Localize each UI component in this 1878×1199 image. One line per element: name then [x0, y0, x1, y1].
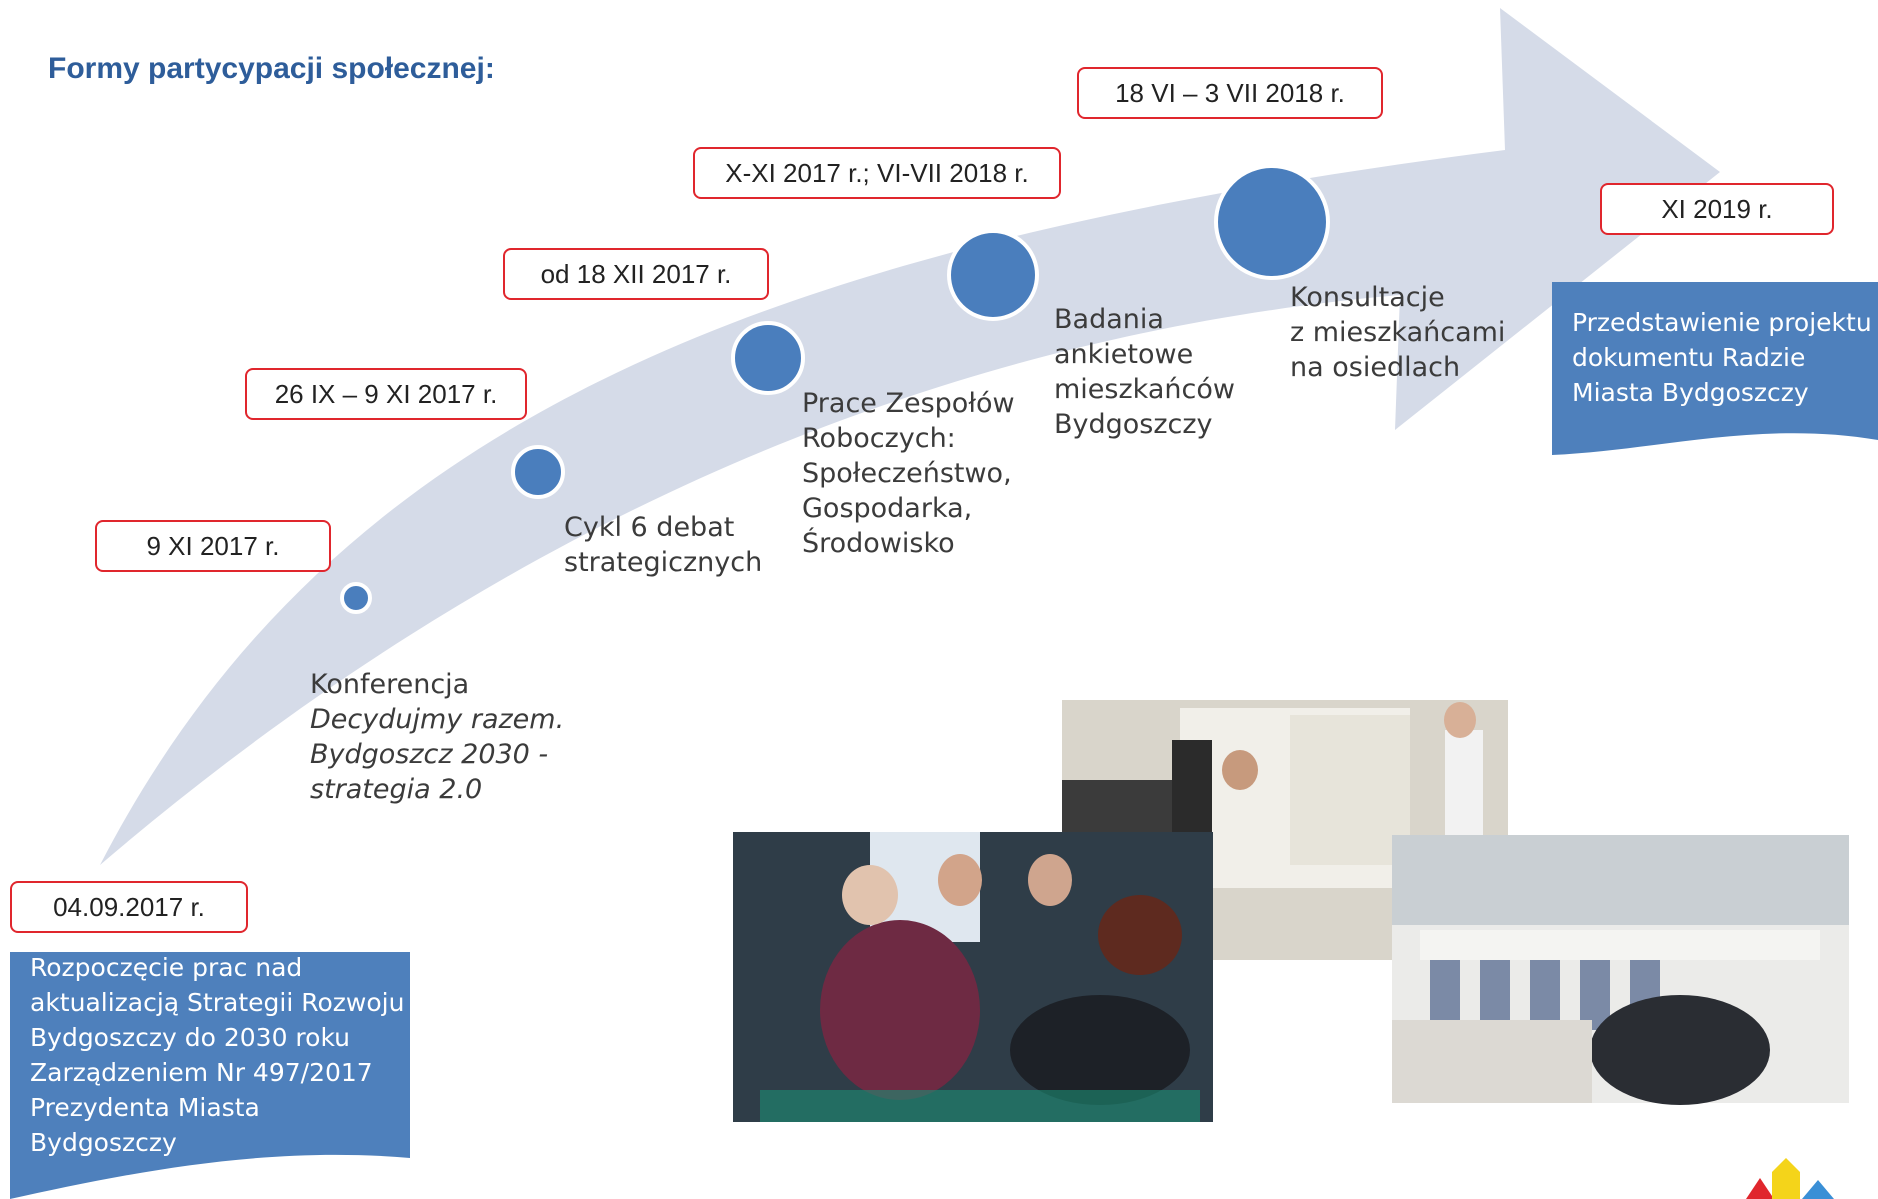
- desc-line: Bydgoszczy do 2030 roku: [30, 1023, 350, 1052]
- milestone-date: 9 XI 2017 r.: [146, 530, 280, 561]
- milestone-date: 26 IX – 9 XI 2017 r.: [274, 378, 498, 409]
- milestone-date: X-XI 2017 r.; VI-VII 2018 r.: [725, 157, 1029, 188]
- milestone-date-box: 9 XI 2017 r.: [95, 520, 331, 572]
- start-description: Rozpoczęcie prac nad aktualizacją Strate…: [30, 950, 404, 1160]
- label-line: Gospodarka,: [802, 493, 973, 524]
- milestone-date: od 18 XII 2017 r.: [540, 258, 732, 289]
- desc-line: Bydgoszczy: [30, 1128, 177, 1157]
- end-description: Przedstawienie projektu dokumentu Radzie…: [1572, 305, 1872, 410]
- label-line: na osiedlach: [1290, 352, 1461, 383]
- milestone-dot: [511, 445, 565, 499]
- page-title: Formy partycypacji społecznej:: [48, 52, 495, 85]
- milestone-label: Badania ankietowe mieszkańców Bydgoszczy: [1054, 302, 1235, 442]
- milestone-date-box: od 18 XII 2017 r.: [503, 248, 769, 300]
- desc-line: Miasta Bydgoszczy: [1572, 378, 1809, 407]
- end-description-box: [1552, 282, 1878, 455]
- label-line: strategicznych: [564, 547, 763, 578]
- label-line: Badania: [1054, 304, 1164, 335]
- label-line-italic: Bydgoszcz 2030 -: [310, 739, 549, 770]
- label-line: z mieszkańcami: [1290, 317, 1506, 348]
- milestone-dot: [731, 321, 805, 395]
- label-line: Społeczeństwo,: [802, 458, 1012, 489]
- desc-line: Prezydenta Miasta: [30, 1093, 260, 1122]
- label-line: Prace Zespołów: [802, 388, 1015, 419]
- desc-line: Zarządzeniem Nr 497/2017: [30, 1058, 373, 1087]
- meeting-photo: [733, 700, 1849, 1122]
- label-line: mieszkańców: [1054, 374, 1235, 405]
- milestone-label: Cykl 6 debat strategicznych: [564, 510, 762, 580]
- milestone-date-box: X-XI 2017 r.; VI-VII 2018 r.: [693, 147, 1061, 199]
- end-date: XI 2019 r.: [1661, 193, 1773, 224]
- milestone-dot: [340, 582, 372, 614]
- label-line: Roboczych:: [802, 423, 956, 454]
- city-houses-logo: [1746, 1158, 1834, 1199]
- milestone-date-box: 18 VI – 3 VII 2018 r.: [1077, 67, 1383, 119]
- milestone-dot: [947, 229, 1039, 321]
- start-description-box: [10, 952, 410, 1199]
- desc-line: Przedstawienie projektu: [1572, 308, 1872, 337]
- start-date-box: 04.09.2017 r.: [10, 881, 248, 933]
- milestone-label: Konferencja Decydujmy razem. Bydgoszcz 2…: [310, 667, 564, 807]
- label-line: Konferencja: [310, 669, 470, 700]
- milestone-label: Prace Zespołów Roboczych: Społeczeństwo,…: [802, 386, 1015, 561]
- label-line: Bydgoszczy: [1054, 409, 1213, 440]
- milestone-date: 18 VI – 3 VII 2018 r.: [1115, 77, 1345, 108]
- label-line-italic: Decydujmy razem.: [310, 704, 565, 735]
- label-line-italic: strategia 2.0: [310, 774, 483, 805]
- desc-line: aktualizacją Strategii Rozwoju: [30, 988, 405, 1017]
- label-line: Środowisko: [802, 528, 955, 559]
- start-date: 04.09.2017 r.: [53, 891, 205, 922]
- milestone-dot: [1214, 164, 1330, 280]
- label-line: Konsultacje: [1290, 282, 1445, 313]
- desc-line: Rozpoczęcie prac nad: [30, 953, 303, 982]
- end-date-box: XI 2019 r.: [1600, 183, 1834, 235]
- label-line: Cykl 6 debat: [564, 512, 735, 543]
- milestone-label: Konsultacje z mieszkańcami na osiedlach: [1290, 280, 1505, 385]
- desc-line: dokumentu Radzie: [1572, 343, 1806, 372]
- milestone-date-box: 26 IX – 9 XI 2017 r.: [245, 368, 527, 420]
- label-line: ankietowe: [1054, 339, 1194, 370]
